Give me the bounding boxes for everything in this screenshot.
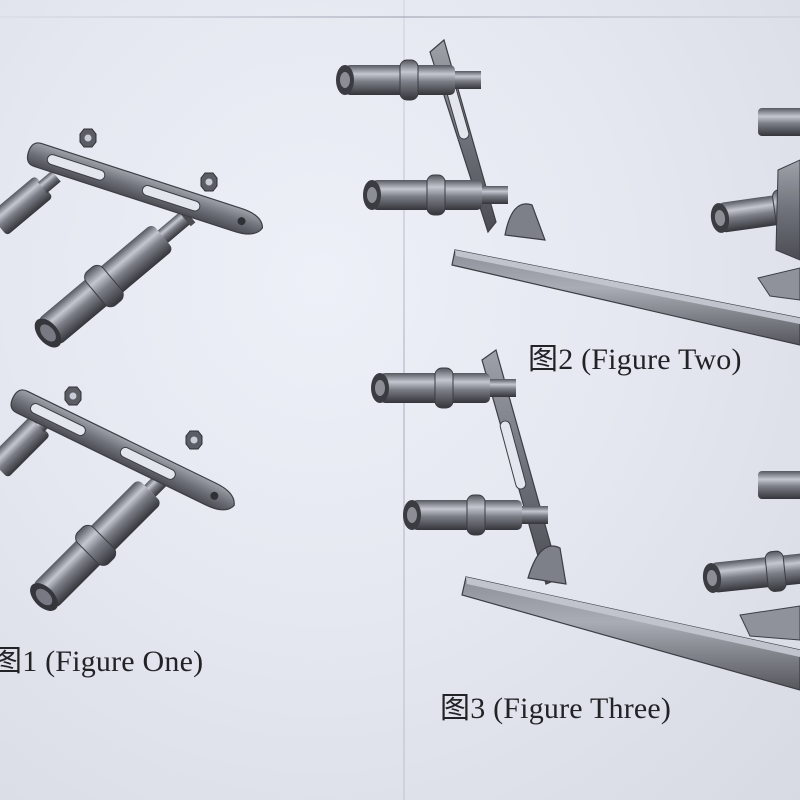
figure-two-assembly (335, 38, 800, 346)
figure-three-caption: 图3 (Figure Three) (440, 692, 672, 725)
figure-three-assembly (370, 349, 800, 691)
figure-one-upper-assembly (0, 128, 267, 357)
figure-one-lower-assembly (0, 386, 240, 621)
figure-two-caption: 图2 (Figure Two) (528, 343, 742, 376)
figure-one-caption: 图1 (Figure One) (0, 645, 204, 678)
paper-fold-line (0, 16, 800, 18)
